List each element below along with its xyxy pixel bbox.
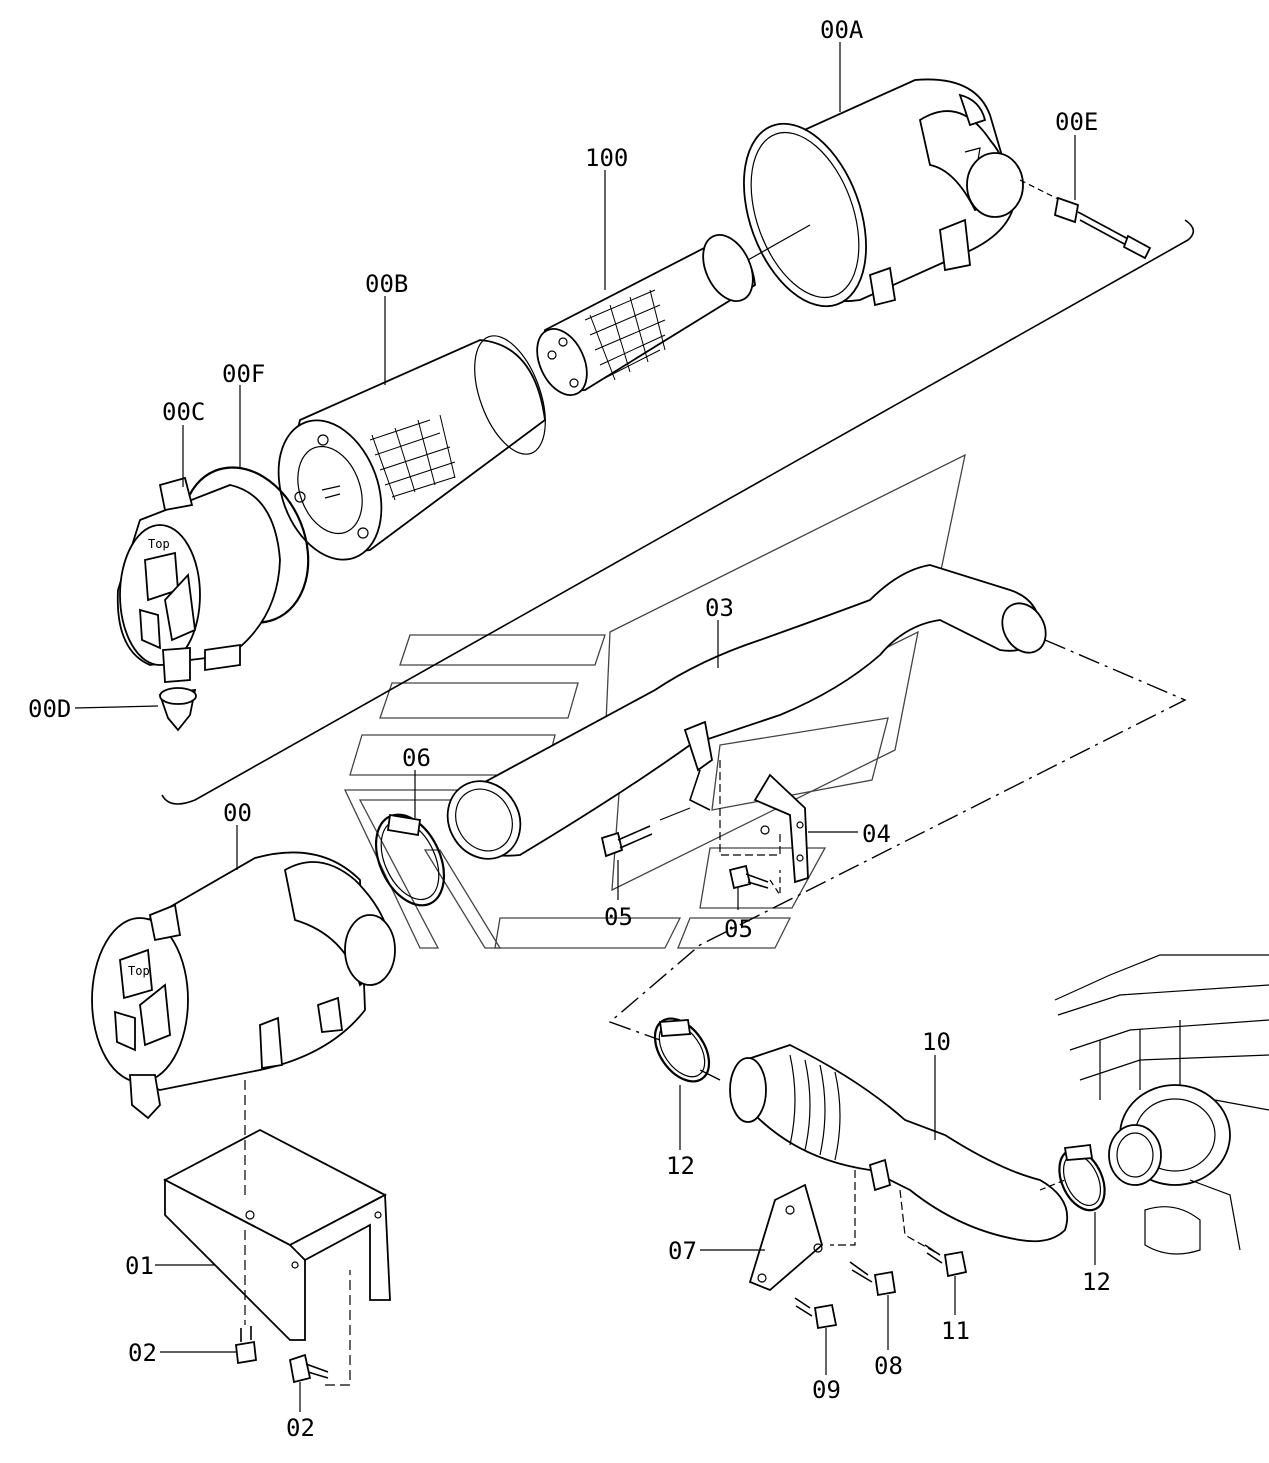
leader-lines [74, 42, 1096, 1412]
bolt-08 [849, 1261, 897, 1297]
label-02b: 02 [286, 1414, 315, 1442]
clamp-06 [374, 813, 446, 907]
bolt-05b [728, 864, 769, 890]
label-00B: 00B [365, 270, 408, 298]
bolt-02a [235, 1326, 257, 1365]
housing-body-00A [743, 78, 1024, 308]
label-08: 08 [874, 1352, 903, 1380]
filter-element-00B [277, 335, 546, 561]
label-00C: 00C [162, 398, 205, 426]
top-marking-a: Top [148, 537, 170, 551]
cover-00C: Top [116, 476, 281, 683]
bracket-04 [753, 773, 809, 884]
engine-turbo-outline [1054, 954, 1269, 1255]
label-06: 06 [402, 744, 431, 772]
label-01: 01 [125, 1252, 154, 1280]
mounting-bracket-01 [163, 1128, 391, 1341]
label-05a: 05 [604, 903, 633, 931]
part-labels: 00A 00E 100 00B 00F 00C 00D 03 06 00 04 … [28, 16, 1111, 1442]
indicator-00E [1019, 179, 1152, 260]
intake-hose-10 [729, 1044, 1069, 1243]
bolt-02b [288, 1353, 329, 1384]
label-00D: 00D [28, 695, 71, 723]
label-09: 09 [812, 1376, 841, 1404]
label-10: 10 [922, 1028, 951, 1056]
label-02a: 02 [128, 1339, 157, 1367]
top-marking-b: Top [128, 964, 150, 978]
label-11: 11 [941, 1317, 970, 1345]
label-00: 00 [223, 799, 252, 827]
label-00A: 00A [820, 16, 864, 44]
label-00F: 00F [222, 360, 265, 388]
bolt-09 [794, 1297, 838, 1330]
label-05b: 05 [724, 915, 753, 943]
label-100: 100 [585, 144, 628, 172]
group-outline [161, 219, 1195, 805]
dust-valve-00D [158, 687, 197, 732]
air-cleaner-assy-00: Top [91, 851, 396, 1120]
label-00E: 00E [1055, 108, 1098, 136]
assembly-lines [244, 224, 1187, 1386]
bolt-05a [600, 825, 653, 858]
intake-hose-03 [446, 564, 1047, 860]
label-04: 04 [862, 820, 891, 848]
label-12b: 12 [1082, 1268, 1111, 1296]
clamp-12a [653, 1017, 711, 1083]
label-03: 03 [705, 594, 734, 622]
bolt-11 [924, 1244, 968, 1278]
label-12a: 12 [666, 1152, 695, 1180]
clamp-12b [1058, 1144, 1106, 1212]
label-07: 07 [668, 1237, 697, 1265]
safety-element-100 [536, 234, 756, 396]
hose-bracket-07 [748, 1183, 824, 1292]
